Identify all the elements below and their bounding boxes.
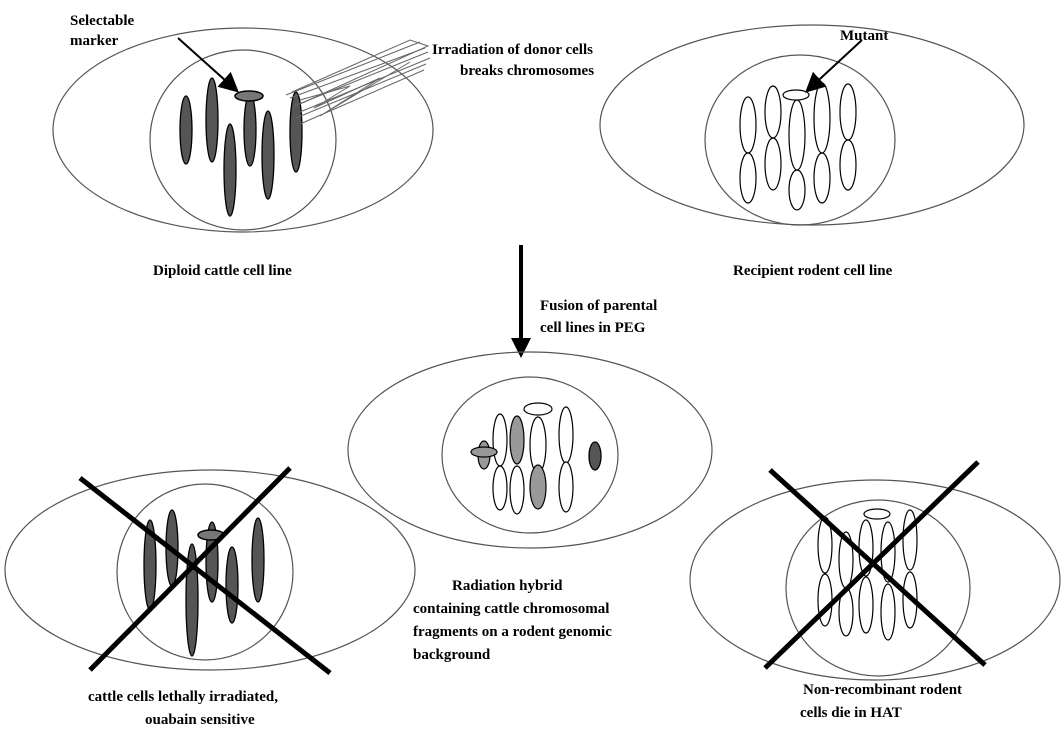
chromosome [840, 140, 856, 190]
marker-arrow [178, 38, 236, 90]
chromosome [180, 96, 192, 164]
chromosome [818, 574, 832, 626]
donor-cell-membrane [53, 28, 433, 232]
fusion-arrow [511, 245, 531, 358]
label-irradiation: Irradiation of donor cells breaks chromo… [432, 42, 597, 79]
chromosome [840, 84, 856, 140]
chromosome [859, 577, 873, 633]
label-radiation-hybrid: Radiation hybrid containing cattle chrom… [413, 578, 616, 663]
chromosome [252, 518, 264, 602]
label-recipient-cell-line: Recipient rodent cell line [733, 263, 893, 279]
label-donor-cell-line: Diploid cattle cell line [153, 263, 292, 279]
nucleus [786, 500, 970, 676]
chromosome [740, 97, 756, 153]
dead-rodent-cell [690, 462, 1060, 680]
cross-out-mark [765, 462, 985, 668]
chromosome [814, 153, 830, 203]
chromosome [262, 111, 274, 199]
radiation-hybrid-cell [348, 352, 712, 548]
recipient-rodent-cell [600, 25, 1024, 225]
chromosome [224, 124, 236, 216]
selectable-marker [235, 91, 263, 101]
mutant-locus [524, 403, 552, 415]
chromosome [765, 86, 781, 138]
label-mutant: Mutant [840, 28, 888, 44]
chromosome [493, 414, 507, 466]
chromosome [559, 407, 573, 463]
mutant-locus [783, 90, 809, 100]
chromosome [740, 153, 756, 203]
chromosome [226, 547, 238, 623]
chromosome [206, 78, 218, 162]
cattle-fragment [530, 465, 546, 509]
dead-cattle-cell [5, 468, 415, 673]
label-rodent-dead: Non-recombinant rodent cells die in HAT [800, 682, 966, 721]
label-selectable-marker: Selectable marker [70, 13, 138, 49]
chromosome [789, 100, 805, 170]
label-fusion: Fusion of parental cell lines in PEG [540, 298, 661, 336]
selectable-marker [471, 447, 497, 457]
chromosome [493, 466, 507, 510]
label-cattle-dead: cattle cells lethally irradiated, ouabai… [88, 689, 282, 728]
irradiation-rays [286, 40, 430, 124]
chromosome [789, 170, 805, 210]
chromosome [559, 462, 573, 512]
chromosome [510, 466, 524, 514]
chromosome [814, 83, 830, 153]
mutant-locus [864, 509, 890, 519]
chromosome [881, 584, 895, 640]
recipient-chromosomes [740, 83, 856, 210]
mutant-arrow [808, 40, 862, 90]
chromosome [903, 510, 917, 570]
hybrid-chromosomes [478, 407, 601, 514]
cattle-fragment [589, 442, 601, 470]
donor-nucleus [150, 50, 336, 230]
cattle-fragment [510, 416, 524, 464]
chromosome [244, 94, 256, 166]
recipient-cell-membrane [600, 25, 1024, 225]
donor-cattle-cell [53, 28, 433, 232]
chromosome [765, 138, 781, 190]
nucleus [117, 484, 293, 660]
